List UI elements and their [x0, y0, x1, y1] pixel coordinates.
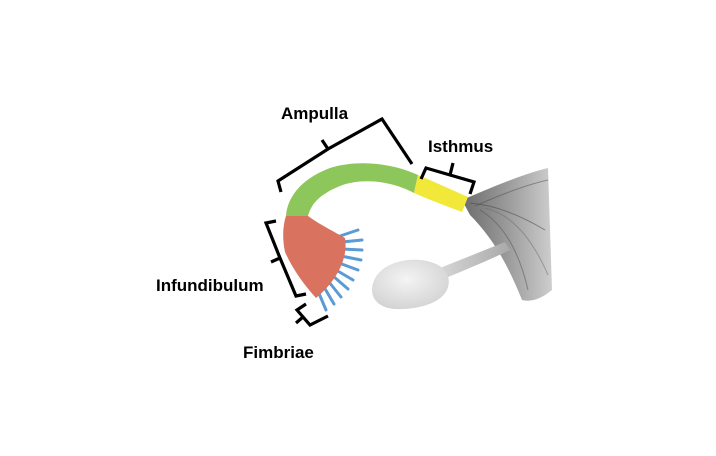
ampulla-shape	[286, 163, 418, 216]
infundibulum-bracket-tick	[270, 256, 281, 264]
ampulla-bracket-tick	[320, 139, 330, 150]
isthmus-label: Isthmus	[428, 137, 493, 156]
ampulla-label: Ampulla	[281, 104, 349, 123]
ovarian-ligament	[430, 242, 510, 282]
uterus-shape	[462, 168, 552, 301]
infundibulum-label: Infundibulum	[156, 276, 264, 295]
isthmus-shape	[414, 175, 468, 212]
isthmus-bracket-tick	[448, 162, 455, 176]
infundibulum-shape	[283, 216, 346, 298]
fimbriae-bracket	[294, 302, 329, 327]
fimbriae-label: Fimbriae	[243, 343, 314, 362]
ovary-shape	[372, 259, 449, 310]
fimbriae-bracket-tick	[294, 315, 305, 325]
